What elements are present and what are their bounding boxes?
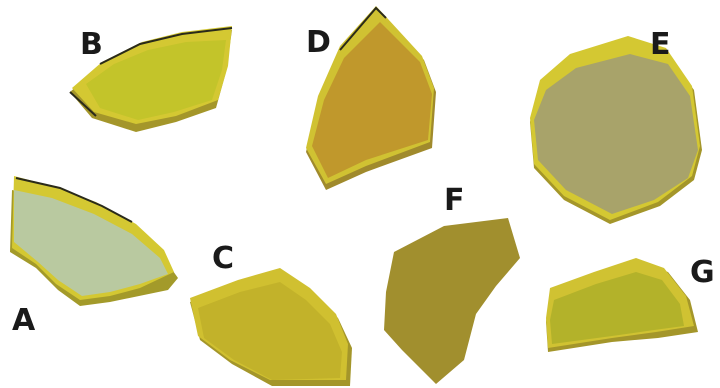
shape-g xyxy=(546,258,698,352)
shape-f xyxy=(384,218,520,384)
label-g: G xyxy=(690,255,715,290)
label-f: F xyxy=(444,183,465,218)
shape-c xyxy=(190,268,352,386)
shape-a xyxy=(10,176,178,306)
label-a: A xyxy=(12,303,36,338)
label-d: D xyxy=(306,25,331,60)
label-e: E xyxy=(650,27,671,62)
shape-e xyxy=(530,36,702,224)
shape-f-top xyxy=(384,218,520,384)
label-c: C xyxy=(212,241,234,276)
label-b: B xyxy=(80,27,103,62)
